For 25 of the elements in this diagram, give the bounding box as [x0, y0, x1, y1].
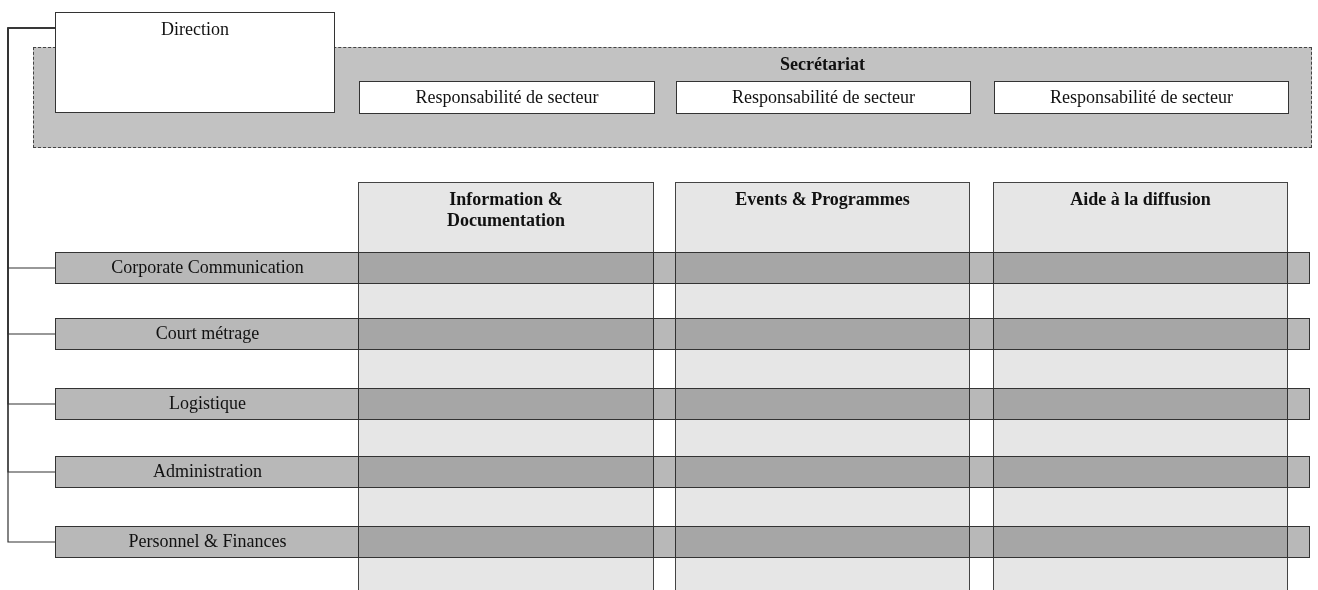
- division-bar: [55, 526, 1310, 558]
- director-box: [55, 12, 335, 113]
- sector-label: Responsabilité de secteur: [414, 87, 600, 108]
- director-title: Direction: [160, 19, 230, 40]
- division-bar: [55, 388, 1310, 420]
- division-label: Corporate Communication: [110, 257, 305, 278]
- department-column: [358, 182, 654, 590]
- division-bar: [55, 318, 1310, 350]
- sector-box: [994, 81, 1289, 114]
- division-label: Personnel & Finances: [127, 531, 288, 552]
- sector-box: [359, 81, 655, 114]
- department-column: [993, 182, 1288, 590]
- column-title: Aide à la diffusion: [1069, 189, 1212, 210]
- division-bar: [55, 252, 1310, 284]
- division-bar: [55, 456, 1310, 488]
- sector-label: Responsabilité de secteur: [1049, 87, 1234, 108]
- division-label: Court métrage: [154, 323, 261, 344]
- secretariat-title: Secrétariat: [779, 54, 866, 75]
- sector-box: [676, 81, 971, 114]
- division-label: Administration: [152, 461, 263, 482]
- column-title: Information & Documentation: [446, 189, 566, 231]
- column-title: Events & Programmes: [734, 189, 911, 210]
- division-label: Logistique: [168, 393, 247, 414]
- department-column: [675, 182, 970, 590]
- sector-label: Responsabilité de secteur: [731, 87, 916, 108]
